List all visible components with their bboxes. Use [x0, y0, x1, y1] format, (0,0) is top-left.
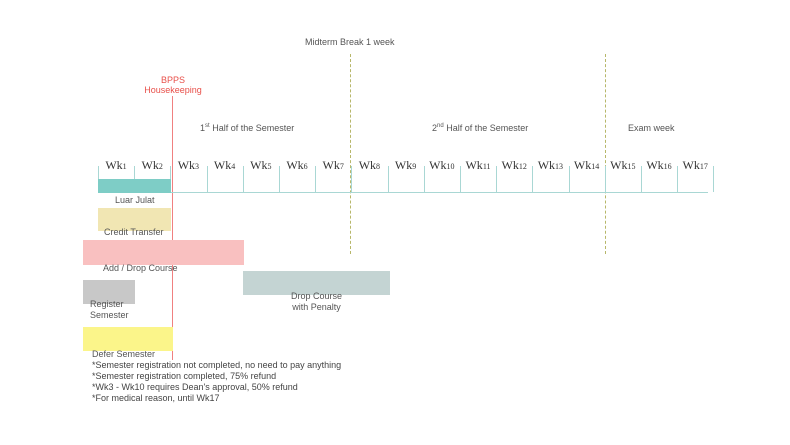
week-label-12: Wk12: [501, 158, 527, 172]
week-label-3: Wk3: [177, 158, 200, 172]
week-label-17: Wk17: [682, 158, 708, 172]
drop-penalty-bar: [243, 271, 390, 295]
first-half-label: 1st Half of the Semester: [200, 123, 295, 133]
week-tick: [315, 166, 317, 192]
week-label-4: Wk4: [213, 158, 236, 172]
week-label-10: Wk10: [429, 158, 455, 172]
add-drop-bar: [83, 240, 244, 265]
note-3: *Wk3 - Wk10 requires Dean's approval, 50…: [92, 382, 298, 392]
week-tick: [496, 166, 498, 192]
week-label-1: Wk1: [105, 158, 127, 172]
week-label-8: Wk8: [358, 158, 381, 172]
bpps-housekeeping-line: [172, 96, 173, 360]
week-tick: [604, 166, 606, 192]
luar-julat-label: Luar Julat: [115, 195, 155, 205]
luar-julat-bar: [98, 179, 171, 193]
week-label-15: Wk15: [610, 158, 636, 172]
week-label-16: Wk16: [646, 158, 672, 172]
week-label-6: Wk6: [286, 158, 308, 172]
notes: *Semester registration not completed, no…: [92, 360, 341, 404]
note-1: *Semester registration not completed, no…: [92, 360, 342, 370]
week-label-13: Wk13: [537, 158, 564, 172]
week-tick: [423, 166, 425, 192]
credit-transfer-bar: [98, 208, 171, 231]
week-label-11: Wk11: [465, 158, 491, 172]
exam-week-line: [605, 54, 606, 254]
week-tick: [387, 166, 389, 192]
week-tick: [242, 166, 244, 192]
week-tick: [279, 166, 280, 192]
register-semester-bar: [83, 280, 135, 304]
exam-week-label: Exam week: [628, 123, 675, 133]
note-2: *Semester registration completed, 75% re…: [92, 371, 277, 381]
week-tick: [351, 166, 353, 192]
week-label-2: Wk2: [141, 158, 163, 172]
add-drop-label: Add / Drop Course: [103, 263, 178, 273]
register-semester-label: Register Semester: [90, 299, 129, 320]
week-tick: [532, 166, 534, 192]
week-label-14: Wk14: [573, 158, 600, 172]
week-tick: [206, 166, 208, 192]
week-tick: [713, 166, 715, 192]
midterm-break-line: [350, 54, 351, 254]
week-label-9: Wk9: [394, 158, 417, 172]
drop-penalty-label: Drop Course with Penalty: [290, 291, 343, 312]
bpps-label: BPPS Housekeeping: [144, 75, 202, 95]
week-tick: [568, 166, 570, 192]
week-label-7: Wk7: [322, 158, 344, 172]
midterm-break-label: Midterm Break 1 week: [305, 37, 395, 47]
week-tick: [460, 166, 461, 192]
second-half-label: 2nd Half of the Semester: [432, 123, 529, 133]
week-tick: [677, 166, 679, 192]
defer-semester-bar: [83, 327, 173, 351]
week-label-5: Wk5: [250, 158, 272, 172]
defer-semester-label: Defer Semester: [92, 349, 156, 359]
week-axis: [98, 192, 708, 193]
week-tick: [641, 166, 642, 192]
note-4: *For medical reason, until Wk17: [92, 393, 220, 403]
credit-transfer-label: Credit Transfer: [104, 227, 164, 237]
